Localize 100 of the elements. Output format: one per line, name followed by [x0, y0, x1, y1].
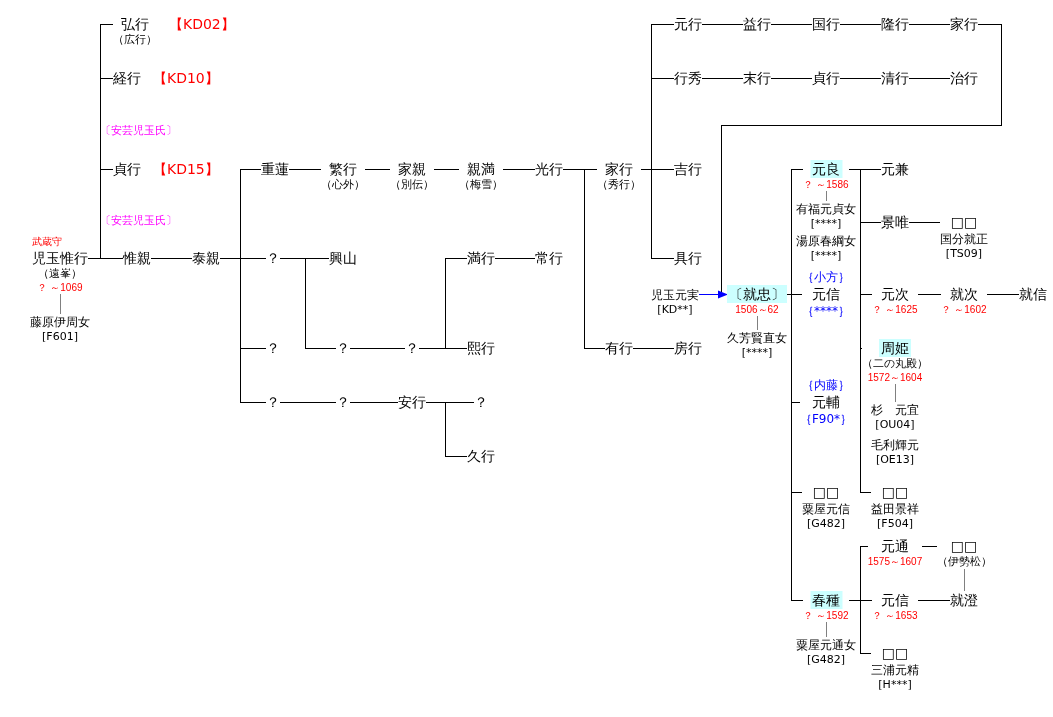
person-name: □□ [881, 644, 909, 662]
person-name: 元行 [674, 15, 702, 33]
reference-code: [KD**] [657, 303, 693, 317]
connector-line [279, 402, 337, 403]
connector-line [640, 169, 675, 259]
connector-line [494, 258, 536, 259]
connector-line [908, 78, 951, 79]
alias-text: （梅雪） [459, 178, 503, 192]
connector-line [349, 402, 399, 403]
lifespan-text: ？ ～1602 [941, 303, 987, 316]
highlighted-name: 〔就忠〕 [727, 285, 787, 303]
person-name: 満行 [467, 249, 495, 267]
lifespan-text: ？ ～1592 [803, 609, 849, 622]
person-name: 就次 [950, 285, 978, 303]
person-name: 安行 [398, 393, 426, 411]
connector-line [786, 294, 804, 601]
connector-line [364, 169, 391, 170]
reference-code: [G482] [806, 653, 846, 667]
connector-line [87, 258, 124, 259]
person-name: 家親 [398, 160, 426, 178]
connector-line [502, 169, 536, 170]
reference-code: [H***] [878, 678, 912, 692]
person-name: ？ [266, 393, 280, 411]
connector-line [632, 348, 675, 349]
lifespan-text: 1575～1607 [867, 555, 923, 568]
person-name: 常行 [535, 249, 563, 267]
note-text: ｛F90*｝ [799, 411, 853, 427]
highlighted-name: 周姫 [879, 339, 911, 357]
reference-code: 【KD15】 [153, 160, 219, 178]
person-name: 有行 [605, 339, 633, 357]
connector-line [150, 258, 193, 259]
reference-code: [OU04] [875, 418, 915, 432]
note-text: ｛****｝ [802, 303, 850, 319]
person-name: 家行 [950, 15, 978, 33]
connector-line [418, 348, 468, 349]
person-name: ？ [336, 339, 350, 357]
spouse-name: 湯原春綱女 [796, 233, 856, 249]
lifespan-text: ？ ～1653 [872, 609, 918, 622]
connector-line [770, 24, 813, 25]
connector-line [288, 169, 322, 170]
person-name: 清行 [881, 69, 909, 87]
connector-line [701, 24, 744, 25]
lifespan-text: ？ ～1069 [37, 281, 83, 294]
reference-code: [****] [810, 217, 842, 231]
arrow [698, 290, 728, 299]
lifespan-text: 1572～1604 [867, 371, 923, 384]
lifespan-text: 1506～62 [735, 303, 779, 316]
connector-line [921, 546, 937, 547]
connector-line [848, 600, 872, 654]
person-name: □□ [881, 483, 909, 501]
reference-code: [F601] [42, 330, 78, 344]
person-name: 繁行 [329, 160, 357, 178]
person-name: ？ [474, 393, 488, 411]
connector-line [701, 78, 744, 79]
person-name: ？ [266, 339, 280, 357]
connector-line [839, 24, 882, 25]
connector-line [826, 621, 827, 638]
person-name: 経行 [113, 69, 141, 87]
person-name: □□ [812, 483, 840, 501]
person-name: 末行 [743, 69, 771, 87]
connector-line [425, 402, 468, 457]
person-name: 弘行 [121, 15, 149, 33]
connector-line [720, 24, 1002, 295]
reference-code: [****] [741, 346, 773, 360]
connector-line [562, 169, 606, 349]
highlighted-name: 春種 [810, 591, 842, 609]
connector-line [964, 568, 965, 592]
reference-code: [F504] [877, 517, 913, 531]
person-name: ？ [405, 339, 419, 357]
connector-line [770, 78, 813, 79]
person-name: 貞行 [812, 69, 840, 87]
spouse-name: 益田景祥 [871, 501, 919, 517]
person-name: 治行 [950, 69, 978, 87]
person-name: 吉行 [674, 160, 702, 178]
person-name: □□ [950, 537, 978, 555]
alias-text: （伊勢松） [936, 555, 992, 569]
spouse-name: 三浦元精 [871, 662, 919, 678]
person-name: 房行 [674, 339, 702, 357]
person-name: 元信 [812, 285, 840, 303]
spouse-name: 粟屋元信 [802, 501, 850, 517]
person-name: 国行 [812, 15, 840, 33]
clan-label: 〔安芸児玉氏〕 [100, 214, 177, 228]
person-name: 隆行 [881, 15, 909, 33]
lifespan-text: ？ ～1586 [803, 178, 849, 191]
spouse-name: 杉 元宜 [871, 402, 919, 418]
reference-code: 【KD02】 [169, 15, 235, 33]
connector-line [917, 294, 942, 295]
connector-line [848, 169, 872, 493]
reference-code: 【KD10】 [153, 69, 219, 87]
connector-line [908, 24, 951, 25]
connector-line [917, 600, 951, 601]
person-name: 家行 [605, 160, 633, 178]
connector-line [757, 315, 758, 331]
person-name: 児玉惟行 [32, 249, 88, 267]
person-name: 親満 [467, 160, 495, 178]
person-name: 就信 [1019, 285, 1047, 303]
connector-line [219, 258, 267, 403]
person-name: 元輔 [812, 393, 840, 411]
reference-code: [TS09] [945, 247, 983, 261]
person-name: 行秀 [674, 69, 702, 87]
